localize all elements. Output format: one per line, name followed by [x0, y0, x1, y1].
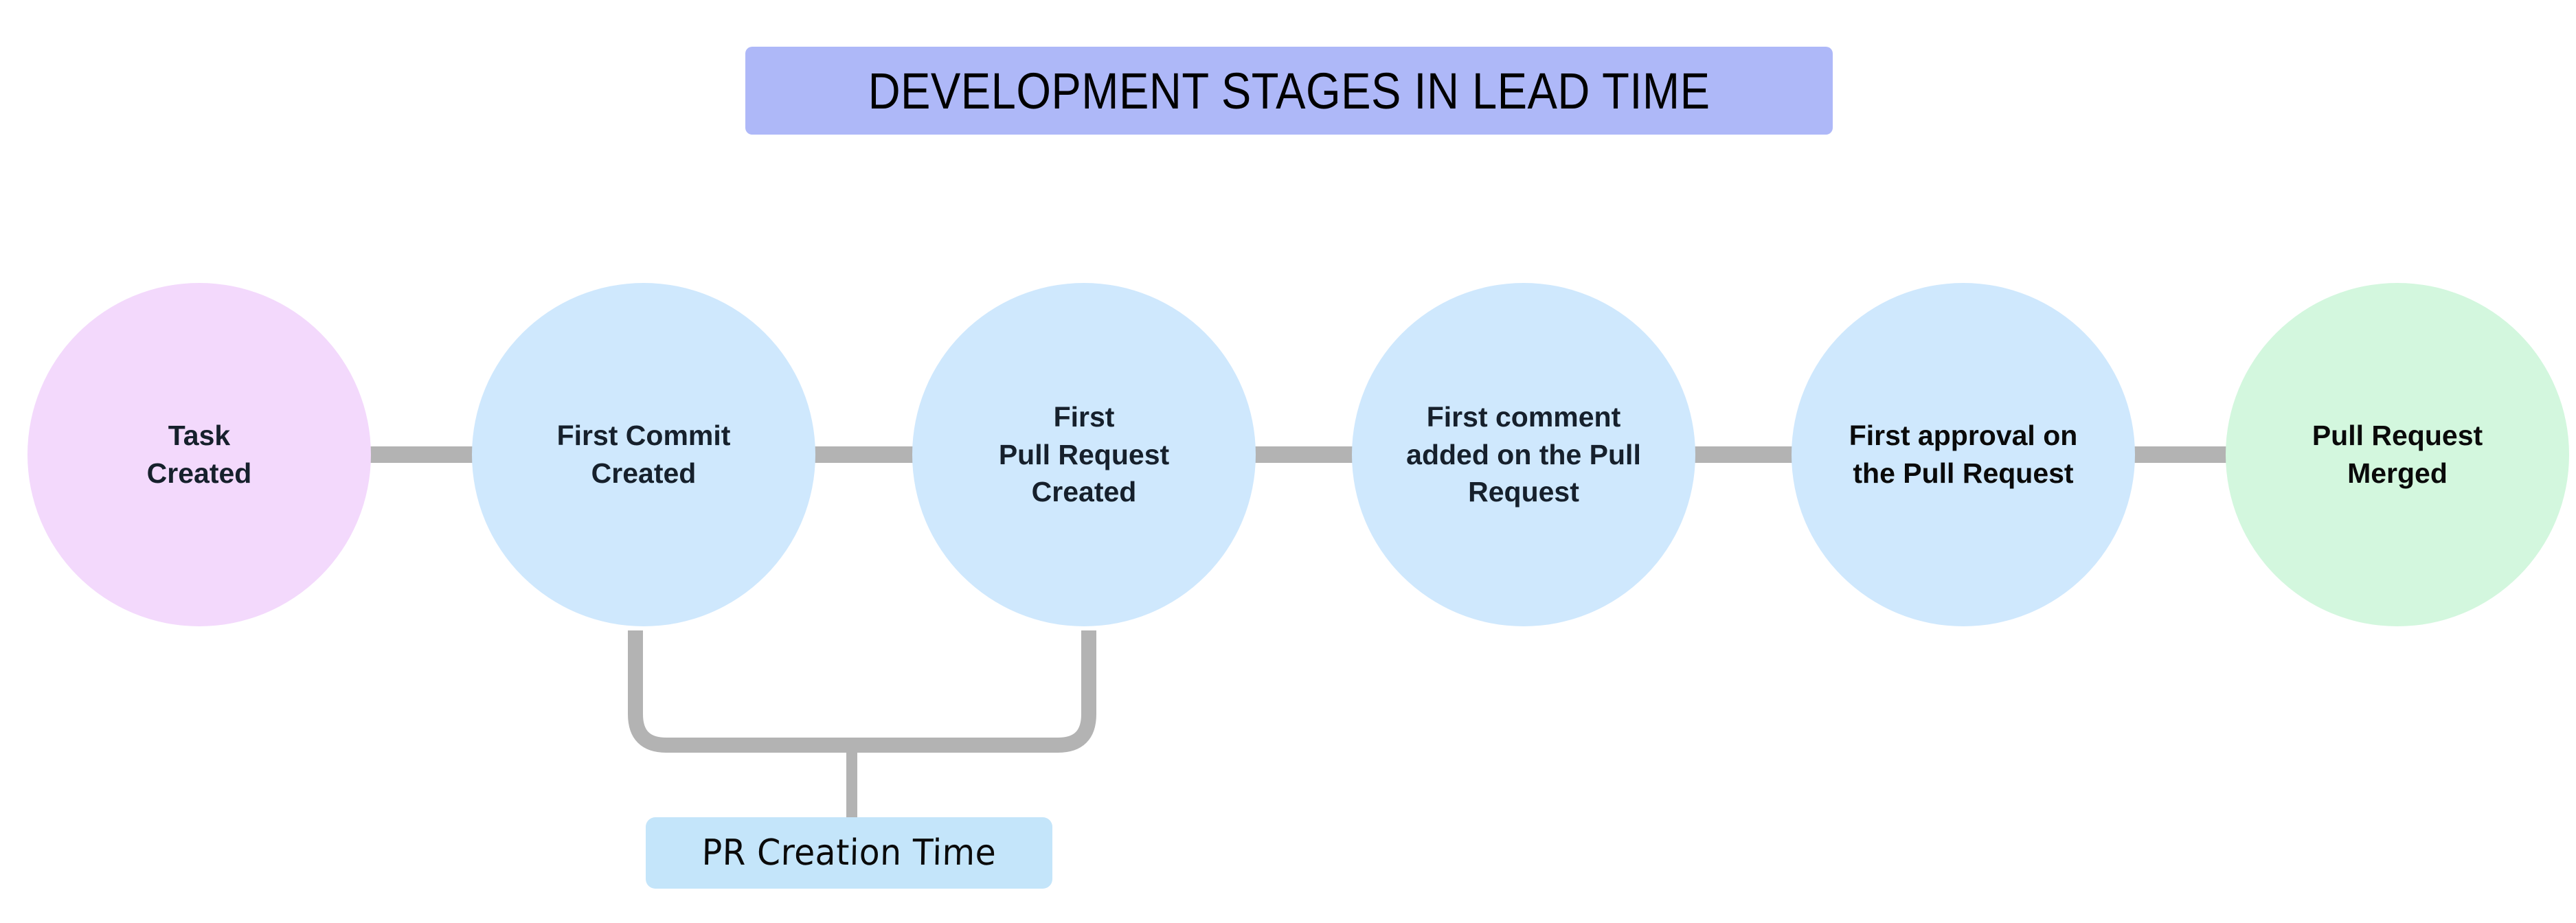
bracket-pr-creation-time: [628, 630, 1096, 753]
node-first-approval[interactable]: First approval on the Pull Request: [1792, 283, 2135, 626]
node-label-first-pull-request-created: First Pull Request Created: [998, 401, 1170, 508]
node-label-first-commit-created: First Commit Created: [556, 420, 731, 489]
node-label-first-comment-added: First comment added on the Pull Request: [1406, 401, 1641, 508]
node-label-first-approval: First approval on the Pull Request: [1849, 420, 2078, 489]
node-first-commit-created[interactable]: First Commit Created: [472, 283, 815, 626]
node-label-task-created: Task Created: [146, 420, 252, 489]
annotation-pr-creation-time[interactable]: PR Creation Time: [646, 817, 1052, 889]
node-label-pull-request-merged: Pull Request Merged: [2312, 420, 2483, 489]
diagram-title-banner: DEVELOPMENT STAGES IN LEAD TIME: [745, 47, 1833, 135]
annotation-label-pr-creation-time: PR Creation Time: [701, 832, 997, 874]
node-first-comment-added[interactable]: First comment added on the Pull Request: [1352, 283, 1695, 626]
node-pull-request-merged[interactable]: Pull Request Merged: [2226, 283, 2569, 626]
node-task-created[interactable]: Task Created: [27, 283, 371, 626]
node-first-pull-request-created[interactable]: First Pull Request Created: [912, 283, 1256, 626]
page-title: DEVELOPMENT STAGES IN LEAD TIME: [868, 62, 1710, 119]
